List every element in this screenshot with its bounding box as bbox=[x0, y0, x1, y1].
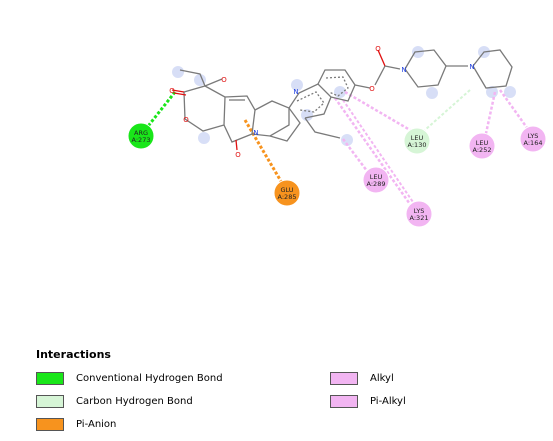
residue-name: LEU bbox=[476, 139, 489, 147]
alkyl-leu252-line bbox=[483, 91, 497, 139]
svg-text:O: O bbox=[235, 151, 241, 159]
legend-swatch bbox=[330, 371, 358, 385]
svg-text:O: O bbox=[221, 76, 227, 84]
legend-item-alkyl: Alkyl bbox=[330, 370, 394, 386]
legend-item-pi-alkyl: Pi-Alkyl bbox=[330, 393, 406, 409]
legend: Interactions Conventional Hydrogen Bond … bbox=[36, 348, 536, 438]
legend-label: Pi-Alkyl bbox=[370, 395, 406, 407]
legend-swatch bbox=[330, 394, 358, 408]
svg-text:O: O bbox=[183, 116, 189, 124]
residue-name: LEU bbox=[411, 134, 424, 142]
residue-number: A:321 bbox=[410, 214, 429, 222]
residue-number: A:130 bbox=[408, 141, 427, 149]
legend-label: Pi-Anion bbox=[76, 418, 117, 430]
legend-label: Carbon Hydrogen Bond bbox=[76, 395, 193, 407]
pi-anion-glu285-line bbox=[243, 119, 284, 184]
hbond-arg273-line bbox=[143, 91, 177, 131]
heteroatom-labels: O O O O N N O O N N bbox=[169, 45, 474, 159]
svg-text:N: N bbox=[293, 88, 298, 96]
pi-alkyl-leu130-line bbox=[344, 90, 411, 132]
ligand-molecule bbox=[171, 49, 513, 151]
legend-title: Interactions bbox=[36, 348, 111, 361]
legend-label: Conventional Hydrogen Bond bbox=[76, 372, 223, 384]
residue-number: A:252 bbox=[473, 146, 492, 154]
legend-item-carbon-hbond: Carbon Hydrogen Bond bbox=[36, 393, 193, 409]
legend-swatch bbox=[36, 417, 64, 431]
svg-text:O: O bbox=[169, 87, 175, 95]
residue-disc bbox=[468, 132, 496, 160]
legend-label: Alkyl bbox=[370, 372, 394, 384]
svg-text:N: N bbox=[401, 66, 406, 74]
residue-number: A:285 bbox=[278, 193, 297, 201]
legend-swatch bbox=[36, 394, 64, 408]
residue-name: LYS bbox=[414, 207, 425, 215]
legend-item-pi-anion: Pi-Anion bbox=[36, 416, 116, 432]
residue-number: A:289 bbox=[367, 180, 386, 188]
residue-disc bbox=[403, 127, 431, 155]
svg-text:O: O bbox=[375, 45, 381, 53]
residue-number: A:164 bbox=[524, 139, 543, 147]
residue-disc bbox=[519, 125, 547, 153]
alkyl-leu289-line bbox=[342, 138, 371, 176]
interaction-diagram: O O O O N N O O N N ARGA:273GLUA:285LEUA… bbox=[127, 45, 547, 228]
alkyl-lys321-line-2 bbox=[342, 99, 416, 206]
svg-text:N: N bbox=[253, 129, 258, 137]
residue-disc bbox=[362, 166, 390, 194]
legend-swatch bbox=[36, 371, 64, 385]
residue-number: A:273 bbox=[132, 136, 151, 144]
residue-disc bbox=[127, 122, 155, 150]
residue-name: LEU bbox=[370, 173, 383, 181]
interaction-lines bbox=[143, 89, 532, 208]
alkyl-lys164-line bbox=[498, 89, 532, 133]
legend-item-conventional-hbond: Conventional Hydrogen Bond bbox=[36, 370, 223, 386]
svg-text:O: O bbox=[369, 85, 375, 93]
residue-disc bbox=[273, 179, 301, 207]
residue-disc bbox=[405, 200, 433, 228]
alkyl-lys321-line bbox=[333, 97, 414, 208]
residue-layer: ARGA:273GLUA:285LEUA:289LYSA:321LEUA:130… bbox=[127, 122, 547, 228]
residue-name: GLU bbox=[280, 186, 293, 194]
svg-text:N: N bbox=[469, 63, 474, 71]
carbon-hbond-leu130-line bbox=[424, 89, 471, 131]
residue-name: LYS bbox=[528, 132, 539, 140]
residue-name: ARG bbox=[134, 129, 148, 137]
